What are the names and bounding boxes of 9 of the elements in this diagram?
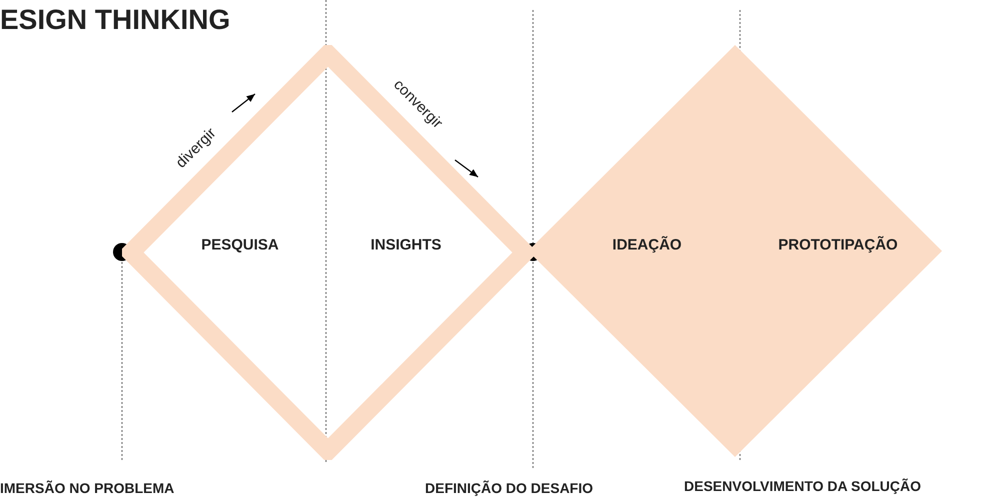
diamond-shape: [122, 45, 534, 460]
phase-label: PESQUISA: [201, 236, 279, 254]
stage-label: IMERSÃO NO PROBLEMA: [0, 480, 174, 496]
diagram-title: ESIGN THINKING: [0, 4, 230, 36]
stage-label: DEFINIÇÃO DO DESAFIO: [425, 480, 594, 496]
stage-label: DESENVOLVIMENTO DA SOLUÇÃO: [684, 478, 921, 494]
phase-label: PROTOTIPAÇÃO: [778, 236, 898, 254]
phase-label: INSIGHTS: [370, 236, 442, 254]
phase-label: IDEAÇÃO: [612, 236, 682, 254]
